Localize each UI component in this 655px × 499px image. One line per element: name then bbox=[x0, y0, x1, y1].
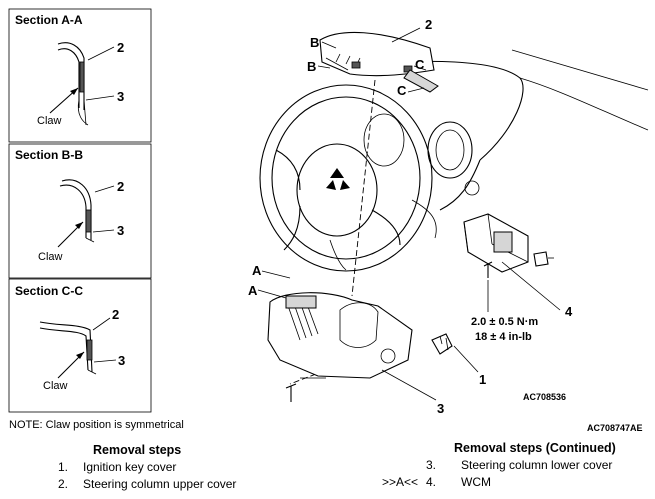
section-c-c-part-3-label: 3 bbox=[118, 353, 125, 368]
step-number: 1. bbox=[57, 460, 68, 474]
wcm-module bbox=[463, 213, 554, 273]
view-c-label-1: C bbox=[415, 57, 425, 72]
section-a-a-claw-label: Claw bbox=[37, 115, 62, 127]
torque-imperial: 18 ± 4 in-lb bbox=[475, 331, 532, 343]
ignition-key-cover bbox=[431, 333, 453, 355]
section-a-a-part-2-label: 2 bbox=[117, 40, 124, 55]
callout-part-1: 1 bbox=[479, 372, 486, 387]
callout-part-3: 3 bbox=[437, 401, 444, 416]
inner-figure-code: AC708536 bbox=[523, 392, 566, 402]
view-b-label-2: B bbox=[307, 59, 316, 74]
section-b-b-panel: Section B-B 2 3 Claw bbox=[8, 143, 152, 279]
steering-column-upper-cover bbox=[319, 27, 439, 93]
removal-steps-continued-list: Removal steps (Continued) 3. Steering co… bbox=[378, 440, 616, 491]
leader-lines bbox=[257, 41, 561, 401]
removal-steps-continued-title: Removal steps (Continued) bbox=[454, 441, 616, 455]
outer-figure-code: AC708747AE bbox=[587, 423, 643, 433]
removal-steps-title: Removal steps bbox=[93, 443, 182, 457]
section-b-b-claw-label: Claw bbox=[38, 251, 63, 263]
view-a-label-2: A bbox=[248, 283, 258, 298]
section-b-b-part-3-label: 3 bbox=[117, 223, 124, 238]
removal-step-item: 3. Steering column lower cover bbox=[378, 457, 616, 474]
step-number: 2. bbox=[57, 477, 68, 491]
step-number: 4. bbox=[425, 475, 436, 489]
callout-part-4: 4 bbox=[565, 304, 573, 319]
removal-step-item: >>A<< 4. WCM bbox=[378, 474, 616, 491]
step-text: WCM bbox=[461, 475, 491, 489]
section-c-c-title: Section C-C bbox=[15, 284, 83, 298]
view-b-label-1: B bbox=[310, 35, 319, 50]
step-text: Steering column upper cover bbox=[83, 477, 237, 491]
section-a-a-part-3-label: 3 bbox=[117, 89, 124, 104]
step-number: 3. bbox=[425, 458, 436, 472]
callout-part-2: 2 bbox=[425, 17, 432, 32]
steering-wheel bbox=[259, 84, 433, 272]
removal-steps-list: Removal steps 1. Ignition key cover 2. S… bbox=[36, 442, 236, 493]
steering-column-lower-cover bbox=[267, 292, 413, 379]
step-text: Steering column lower cover bbox=[461, 458, 613, 472]
step-text: Ignition key cover bbox=[83, 460, 177, 474]
section-c-c-part-2-label: 2 bbox=[112, 307, 119, 322]
section-a-a-title: Section A-A bbox=[15, 13, 83, 27]
torque-metric: 2.0 ± 0.5 N·m bbox=[471, 316, 538, 328]
view-c-label-2: C bbox=[397, 83, 407, 98]
view-a-label-1: A bbox=[252, 263, 262, 278]
section-b-b-title: Section B-B bbox=[15, 148, 83, 162]
section-c-c-claw-label: Claw bbox=[43, 380, 68, 392]
section-c-c-panel: Section C-C 2 3 Claw bbox=[8, 278, 152, 413]
section-a-a-panel: Section A-A 2 3 Claw bbox=[8, 8, 152, 143]
claw-note: NOTE: Claw position is symmetrical bbox=[9, 419, 184, 431]
step-prefix bbox=[378, 457, 418, 474]
step-prefix: >>A<< bbox=[381, 475, 418, 489]
section-b-b-part-2-label: 2 bbox=[117, 179, 124, 194]
removal-step-item: 1. Ignition key cover bbox=[36, 459, 236, 476]
column-center-lines bbox=[289, 79, 376, 385]
removal-step-item: 2. Steering column upper cover bbox=[36, 476, 236, 493]
screws bbox=[285, 261, 493, 402]
